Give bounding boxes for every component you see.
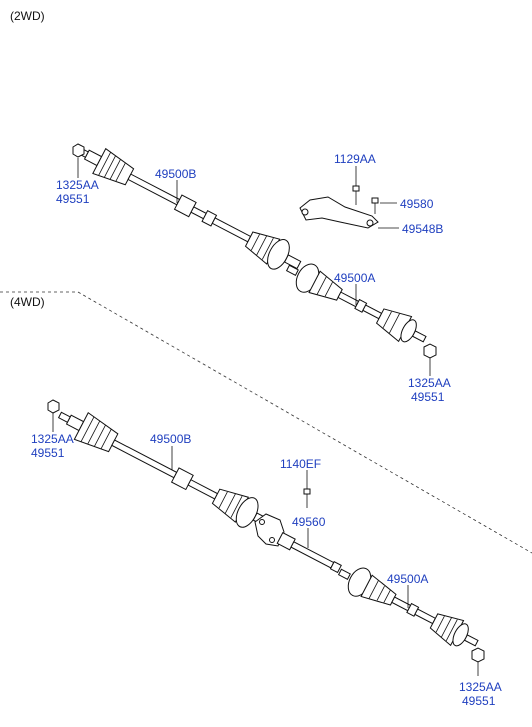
label-4wd-nut-right-b: 49551 <box>462 694 496 708</box>
nut-2wd-right <box>423 343 437 359</box>
label-2wd-bracket: 49548B <box>402 222 443 236</box>
intermediate-shaft-body <box>276 532 342 574</box>
label-2wd-nut-left-a: 1325AA <box>56 178 99 192</box>
label-4wd-intermediate-shaft: 49560 <box>292 515 326 529</box>
drive-shaft-4wd-right <box>337 567 479 647</box>
bolt-1140ef <box>303 488 311 508</box>
drive-shaft-2wd-left <box>75 146 302 270</box>
nut-4wd-right <box>471 647 485 663</box>
label-4wd-nut-right-a: 1325AA <box>459 680 502 694</box>
nut-4wd-left <box>47 399 60 414</box>
section-title-2wd: (2WD) <box>10 9 45 23</box>
label-2wd-nut-right-b: 49551 <box>411 390 445 404</box>
label-2wd-bolt-small: 49580 <box>400 197 434 211</box>
label-4wd-nut-left-b: 49551 <box>31 446 65 460</box>
label-2wd-bolt-bracket: 1129AA <box>334 152 376 166</box>
bolt-49580 <box>371 197 379 214</box>
nut-2wd-left <box>72 143 85 158</box>
section-divider <box>0 291 532 554</box>
drive-shaft-2wd-right <box>285 263 427 343</box>
section-title-4wd: (4WD) <box>10 295 45 309</box>
label-4wd-bolt: 1140EF <box>280 457 321 471</box>
bracket-49548b <box>299 196 379 229</box>
label-2wd-shaft-right: 49500A <box>334 271 375 285</box>
label-2wd-shaft-left: 49500B <box>155 167 196 181</box>
label-2wd-nut-left-b: 49551 <box>56 192 90 206</box>
label-4wd-shaft-right: 49500A <box>387 572 428 586</box>
label-2wd-nut-right-a: 1325AA <box>408 376 451 390</box>
drive-shaft-4wd-left <box>57 411 271 528</box>
label-4wd-nut-left-a: 1325AA <box>31 432 74 446</box>
label-4wd-shaft-left: 49500B <box>150 432 191 446</box>
bolt-1129aa <box>352 185 360 205</box>
